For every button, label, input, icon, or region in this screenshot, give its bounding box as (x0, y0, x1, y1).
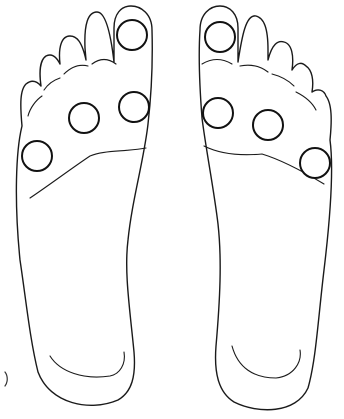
right-foot-ball-outer-marker (300, 148, 330, 178)
left-foot-ball-outer-marker (22, 141, 52, 171)
left-foot-big-toe-marker (117, 20, 147, 50)
left-foot-toe-line-2 (64, 65, 88, 74)
left-foot-ball-middle-marker (69, 103, 99, 133)
left-foot-toe-line-4 (28, 96, 42, 116)
left-foot-heel-line (50, 352, 124, 377)
right-foot-toe-line-1 (202, 60, 232, 65)
left-foot-ball-inner-marker (119, 92, 149, 122)
right-foot-outline (199, 6, 331, 410)
right-foot-toe-line-3 (272, 74, 294, 86)
margin-mark (5, 372, 7, 386)
left-foot (16, 6, 152, 405)
right-foot-heel-line (232, 346, 300, 378)
right-foot-big-toe-marker (205, 22, 235, 52)
right-foot-ball-inner-marker (203, 98, 233, 128)
right-foot (199, 6, 331, 410)
left-foot-toe-line-1 (92, 60, 116, 65)
right-foot-toe-line-4 (296, 92, 316, 110)
right-foot-toe-line-2 (240, 65, 268, 72)
left-foot-toe-line-3 (44, 78, 60, 90)
right-foot-ball-middle-marker (253, 110, 283, 140)
